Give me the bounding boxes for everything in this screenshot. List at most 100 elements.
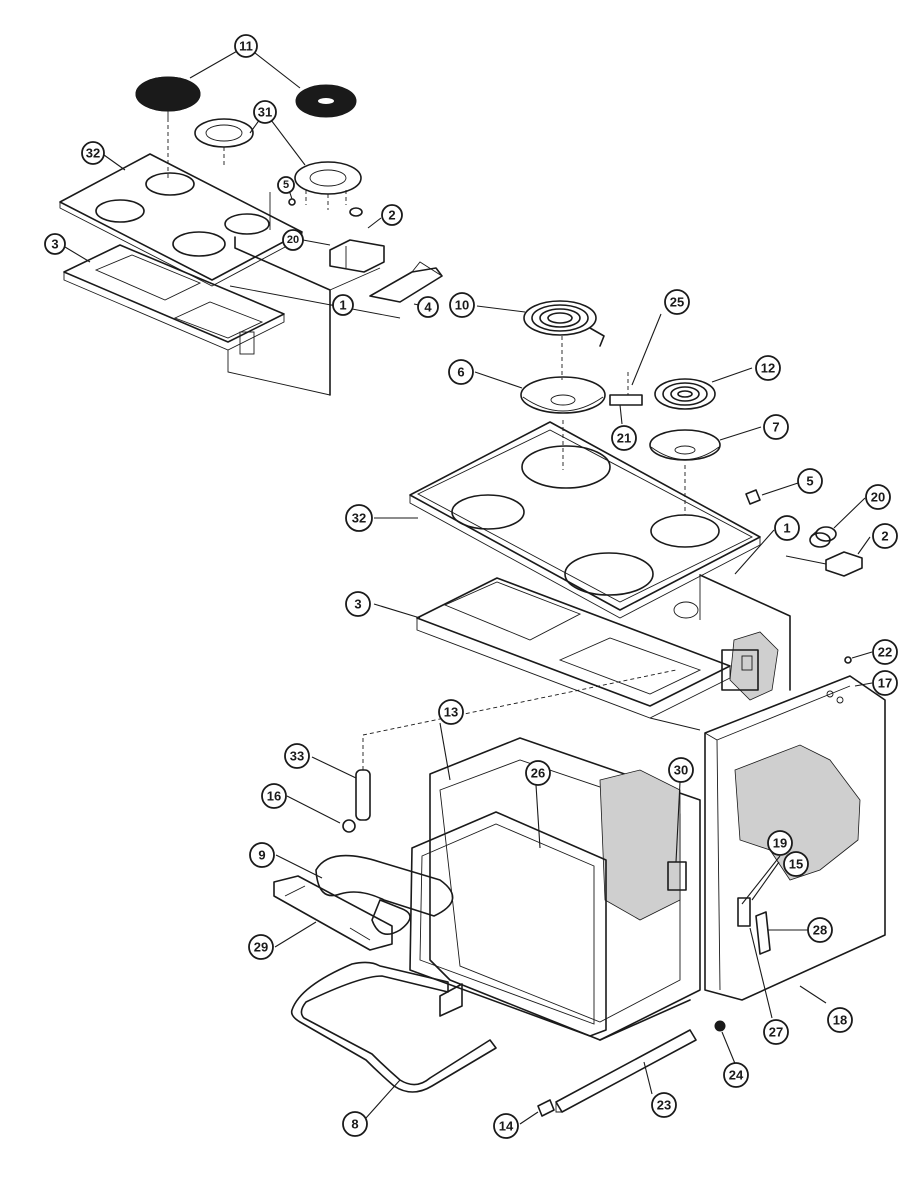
- svg-text:24: 24: [729, 1068, 744, 1083]
- shield-29: [273, 875, 393, 951]
- svg-text:33: 33: [290, 749, 304, 764]
- screw-22: [844, 656, 852, 664]
- cooktop-panel-main: [374, 421, 761, 619]
- svg-text:12: 12: [761, 361, 775, 376]
- svg-text:1: 1: [339, 298, 346, 313]
- element-receptacle: [609, 394, 643, 406]
- callout-19: 19: [767, 830, 793, 856]
- callout-16: 16: [261, 783, 287, 809]
- trim-ring-top: [194, 118, 254, 148]
- switch-bracket: [825, 551, 863, 577]
- svg-text:16: 16: [267, 789, 281, 804]
- callout-20: 20: [282, 229, 304, 251]
- callout-18: 18: [827, 1007, 853, 1033]
- svg-text:31: 31: [258, 105, 272, 120]
- callout-30: 30: [668, 757, 694, 783]
- callout-12: 12: [755, 355, 781, 381]
- svg-text:19: 19: [773, 836, 787, 851]
- infinite-switch: [809, 526, 837, 548]
- svg-text:32: 32: [86, 146, 100, 161]
- screw-5: [745, 489, 761, 505]
- callouts: 11 31 32 5 2 20 3 1 4 10 25 6 12 21 7 5 …: [44, 34, 898, 1139]
- oven-cavity: [409, 722, 701, 1041]
- svg-text:17: 17: [878, 676, 892, 691]
- svg-text:5: 5: [806, 474, 813, 489]
- svg-text:5: 5: [283, 179, 289, 191]
- callout-26: 26: [525, 760, 551, 786]
- svg-text:1: 1: [783, 521, 790, 536]
- callout-6: 6: [448, 359, 474, 385]
- callout-32: 32: [345, 504, 373, 532]
- svg-text:28: 28: [813, 923, 827, 938]
- callout-5: 5: [277, 176, 295, 194]
- svg-text:18: 18: [833, 1013, 847, 1028]
- callout-1: 1: [774, 515, 800, 541]
- controls-right: [745, 482, 871, 577]
- callout-23: 23: [651, 1092, 677, 1118]
- sensor-and-plug: [286, 669, 677, 833]
- svg-text:11: 11: [239, 39, 253, 54]
- callout-31: 31: [253, 100, 277, 124]
- svg-text:9: 9: [258, 848, 265, 863]
- callout-20: 20: [865, 484, 891, 510]
- callout-28: 28: [807, 917, 833, 943]
- svg-text:29: 29: [254, 940, 268, 955]
- svg-text:27: 27: [769, 1025, 783, 1040]
- callout-4: 4: [417, 296, 439, 318]
- svg-text:20: 20: [287, 234, 299, 246]
- svg-text:13: 13: [444, 705, 458, 720]
- clip-14: [537, 1099, 555, 1117]
- callout-13: 13: [438, 699, 464, 725]
- svg-text:26: 26: [531, 766, 545, 781]
- broil-element: [275, 854, 454, 936]
- callout-10: 10: [449, 292, 475, 318]
- bake-element: [290, 961, 497, 1119]
- drip-bowl-small: [649, 429, 721, 461]
- svg-text:22: 22: [878, 645, 892, 660]
- svg-text:3: 3: [354, 597, 361, 612]
- callout-1: 1: [332, 294, 354, 316]
- callout-15: 15: [783, 851, 809, 877]
- coil-element-small: [654, 378, 716, 410]
- plug-16: [342, 819, 356, 833]
- callout-5: 5: [797, 468, 823, 494]
- callout-27: 27: [763, 1019, 789, 1045]
- svg-text:6: 6: [457, 365, 464, 380]
- trim-ring-lower: [294, 161, 362, 195]
- shield-inset: [369, 267, 443, 303]
- svg-text:20: 20: [871, 490, 885, 505]
- callout-3: 3: [345, 591, 371, 617]
- callout-2: 2: [872, 523, 898, 549]
- side-panel: [704, 651, 886, 1067]
- drip-bowl-large: [520, 376, 606, 414]
- callout-2: 2: [381, 204, 403, 226]
- svg-text:23: 23: [657, 1098, 671, 1113]
- callout-21: 21: [611, 425, 637, 451]
- callout-3: 3: [44, 233, 66, 255]
- kick-panel: [519, 1029, 697, 1125]
- svg-text:10: 10: [455, 298, 469, 313]
- svg-text:7: 7: [772, 420, 779, 435]
- callout-22: 22: [872, 639, 898, 665]
- svg-text:2: 2: [388, 208, 395, 223]
- callout-14: 14: [493, 1113, 519, 1139]
- svg-text:25: 25: [670, 295, 684, 310]
- svg-text:14: 14: [499, 1119, 514, 1134]
- callout-9: 9: [249, 842, 275, 868]
- callout-29: 29: [248, 934, 274, 960]
- door-gasket: [409, 811, 607, 1037]
- coil-elements-group: [474, 300, 762, 515]
- callout-33: 33: [284, 743, 310, 769]
- callout-24: 24: [723, 1062, 749, 1088]
- callout-7: 7: [763, 414, 789, 440]
- callout-17: 17: [872, 670, 898, 696]
- coil-element-large: [523, 300, 605, 347]
- svg-text:3: 3: [51, 237, 58, 252]
- callout-11: 11: [234, 34, 258, 58]
- svg-text:21: 21: [617, 431, 631, 446]
- svg-text:30: 30: [674, 763, 688, 778]
- oven-sensor: [355, 769, 371, 821]
- callout-8: 8: [342, 1111, 368, 1137]
- main-top: [373, 577, 731, 731]
